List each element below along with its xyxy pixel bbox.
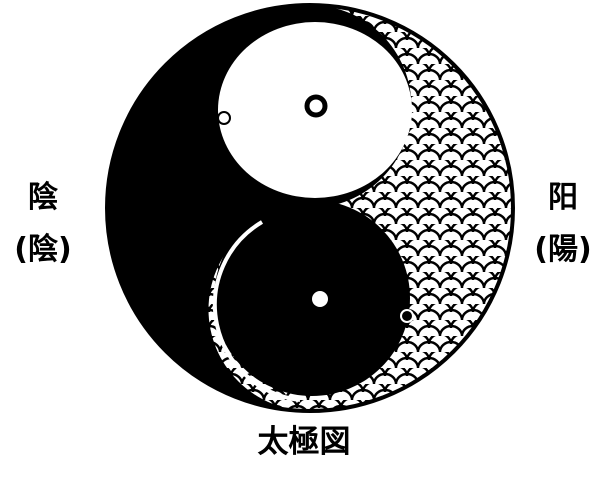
yin-label-old: (陰) <box>14 232 72 267</box>
outer-rim <box>105 3 515 413</box>
yin-eye-dot <box>304 94 328 118</box>
diagram-caption: 太極図 <box>257 424 351 460</box>
yang-label: 阳 (陽) <box>520 172 606 276</box>
white-crescent-stroke <box>212 220 301 402</box>
yang-eye-dot <box>312 291 328 307</box>
yin-label-main: 陰 <box>28 180 58 215</box>
yang-label-main: 阳 <box>548 180 578 215</box>
yin-label: 陰 (陰) <box>0 172 86 276</box>
left-notch <box>217 111 231 125</box>
right-notch <box>400 309 414 323</box>
black-head <box>214 200 410 396</box>
yang-label-old: (陽) <box>534 232 592 267</box>
